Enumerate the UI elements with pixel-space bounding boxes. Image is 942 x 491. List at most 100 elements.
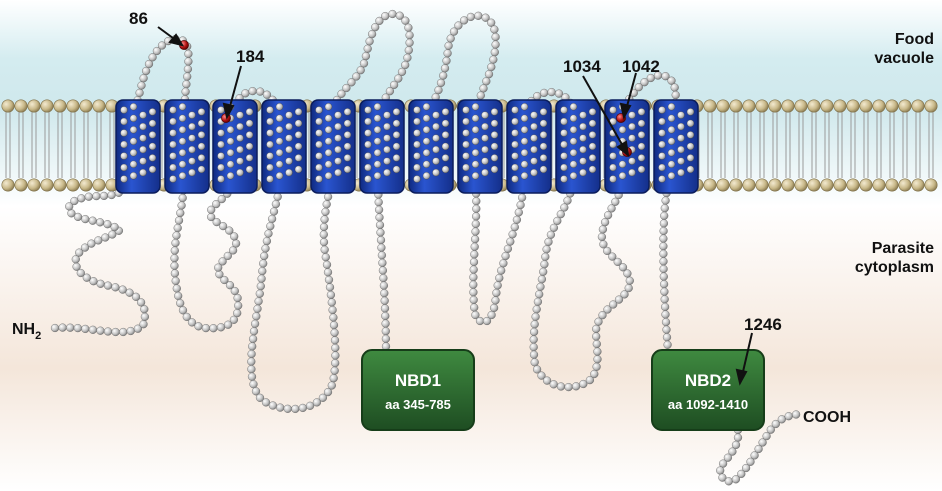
chain-bead (172, 277, 180, 285)
chain-bead (663, 326, 671, 334)
chain-bead (249, 87, 257, 95)
chain-bead (543, 245, 551, 253)
chain-bead (173, 285, 181, 293)
chain-bead (593, 363, 601, 371)
chain-bead (497, 267, 505, 275)
food-vacuole-label-line1: Food (895, 31, 934, 48)
chain-bead (322, 208, 330, 216)
chain-bead (492, 41, 500, 49)
chain-bead (263, 237, 271, 245)
chain-bead (322, 253, 330, 261)
chain-bead (604, 211, 612, 219)
chain-bead (140, 320, 148, 328)
chain-bead (330, 321, 338, 329)
chain-bead (284, 405, 292, 413)
chain-bead (472, 220, 480, 228)
chain-bead (173, 232, 181, 240)
chain-bead (126, 289, 134, 297)
chain-bead (599, 226, 607, 234)
chain-bead (376, 221, 384, 229)
chain-bead (210, 324, 218, 332)
tm-helix (165, 100, 209, 193)
chain-bead (467, 13, 475, 21)
nbd1-range: aa 345-785 (385, 397, 451, 412)
chain-bead (233, 309, 241, 317)
chain-bead (378, 244, 386, 252)
chain-bead (259, 260, 267, 268)
nbd2-range: aa 1092-1410 (668, 397, 748, 412)
chain-bead (716, 467, 724, 475)
chain-bead (382, 320, 390, 328)
chain-bead (380, 289, 388, 297)
chain-bead (495, 274, 503, 282)
chain-bead (320, 238, 328, 246)
chain-bead (329, 306, 337, 314)
chain-bead (96, 218, 104, 226)
chain-bead (470, 304, 478, 312)
chain-bead (548, 88, 556, 96)
chain-bead (262, 399, 270, 407)
chain-bead (248, 343, 256, 351)
chain-bead (593, 340, 601, 348)
chain-bead (541, 253, 549, 261)
chain-bead (661, 303, 669, 311)
chain-bead (626, 277, 634, 285)
tm-helix (360, 100, 404, 193)
chain-bead (320, 223, 328, 231)
chain-bead (439, 72, 447, 80)
chain-bead (234, 294, 242, 302)
chain-bead (331, 329, 339, 337)
chain-bead (202, 324, 210, 332)
chain-bead (664, 341, 672, 349)
residue-1034-label: 1034 (563, 57, 601, 76)
chain-bead (59, 324, 67, 332)
chain-bead (265, 230, 273, 238)
chain-bead (88, 240, 96, 248)
chain-bead (725, 477, 733, 485)
chain-bead (530, 351, 538, 359)
chain-bead (672, 91, 680, 99)
chain-bead (248, 373, 256, 381)
chain-bead (364, 45, 372, 53)
chain-bead (381, 12, 389, 20)
chain-bead (142, 67, 150, 75)
chain-bead (184, 65, 192, 73)
chain-bead (178, 202, 186, 210)
chain-bead (368, 30, 376, 38)
chain-bead (328, 299, 336, 307)
chain-bead (406, 39, 414, 47)
chain-bead (435, 86, 443, 94)
chain-bead (472, 228, 480, 236)
chain-bead (232, 240, 240, 248)
chain-bead (487, 63, 495, 71)
chain-bead (470, 288, 478, 296)
chain-bead (405, 46, 413, 54)
cytoplasm-label-line2: cytoplasm (855, 259, 934, 276)
chain-bead (540, 89, 548, 97)
chain-bead (321, 246, 329, 254)
chain-bead (513, 216, 521, 224)
tm-helix (213, 100, 257, 193)
chain-bead (89, 217, 97, 225)
chain-bead (671, 84, 679, 92)
chain-bead (553, 217, 561, 225)
chain-bead (250, 327, 258, 335)
chain-bead (299, 404, 307, 412)
residue-1042-label: 1042 (622, 57, 660, 76)
chain-bead (138, 82, 146, 90)
chain-bead (470, 266, 478, 274)
chain-bead (480, 85, 488, 93)
chain-bead (108, 191, 116, 199)
chain-bead (326, 283, 334, 291)
residue-184-label: 184 (236, 47, 265, 66)
chain-bead (550, 224, 558, 232)
chain-bead (141, 313, 149, 321)
chain-bead (660, 250, 668, 258)
chain-bead (101, 234, 109, 242)
chain-bead (377, 236, 385, 244)
chain-bead (405, 24, 413, 32)
c-terminus-label: COOH (803, 409, 851, 426)
chain-bead (662, 197, 670, 205)
chain-bead (660, 273, 668, 281)
chain-bead (545, 238, 553, 246)
